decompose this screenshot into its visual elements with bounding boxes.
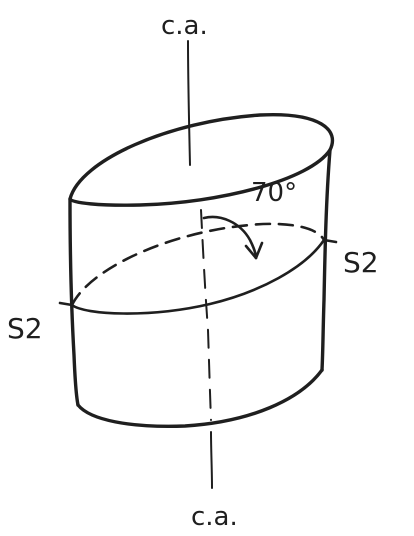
c-axis-top-line bbox=[187, 40, 191, 166]
c-axis-bottom-line bbox=[210, 431, 213, 489]
top-ellipse bbox=[68, 112, 335, 207]
plane-s2-left-extension bbox=[58, 301, 74, 307]
axis-label-bottom: c.a. bbox=[191, 502, 238, 532]
bottom-ellipse-front bbox=[76, 368, 324, 428]
axis-label-top: c.a. bbox=[161, 11, 208, 41]
c-axis-inner-dashed bbox=[200, 209, 212, 421]
plane-s2-right-extension bbox=[322, 238, 338, 244]
plane-s2-front bbox=[70, 238, 326, 315]
plane-label-left: S2 bbox=[7, 312, 43, 345]
angle-arrowhead-icon bbox=[244, 241, 264, 260]
angle-arc bbox=[202, 215, 258, 260]
angle-label: 70° bbox=[251, 178, 297, 208]
plane-s2-back bbox=[70, 222, 326, 307]
cylinder-left-wall bbox=[68, 197, 80, 407]
cylinder-right-wall bbox=[320, 148, 332, 372]
plane-label-right: S2 bbox=[343, 246, 379, 279]
